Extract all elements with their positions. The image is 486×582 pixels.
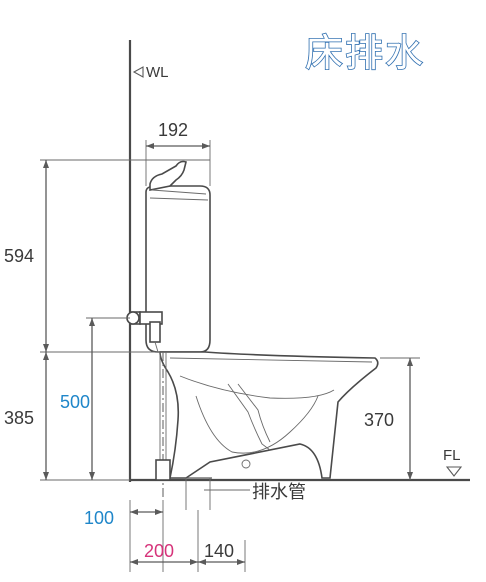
- dim-tank-top-height: 594: [4, 246, 34, 266]
- supply-valve: [126, 311, 163, 353]
- floor-line-label: FL: [443, 447, 461, 464]
- extension-lines: [40, 140, 420, 572]
- dim-supply-offset: 100: [84, 508, 114, 528]
- drain-pipe: [184, 477, 212, 510]
- dim-supply-height: 500: [60, 392, 90, 412]
- toilet-bowl: [159, 351, 379, 479]
- dim-bowl-height: 370: [364, 410, 394, 430]
- dimension-lines: [43, 143, 413, 565]
- diagram-title: 床排水: [305, 31, 425, 75]
- drain-pipe-label: 排水管: [252, 482, 306, 502]
- dim-drain-center: 200: [144, 541, 174, 561]
- dim-seat-height: 385: [4, 408, 34, 428]
- wall-line-label: WL: [146, 64, 169, 81]
- supply-pipe: [155, 352, 171, 481]
- dim-tank-depth: 192: [158, 120, 188, 140]
- dim-drain-width: 140: [204, 541, 234, 561]
- floor-marker-icon: [445, 466, 463, 477]
- wall-marker-icon: [132, 66, 144, 78]
- toilet-tank: [145, 160, 211, 353]
